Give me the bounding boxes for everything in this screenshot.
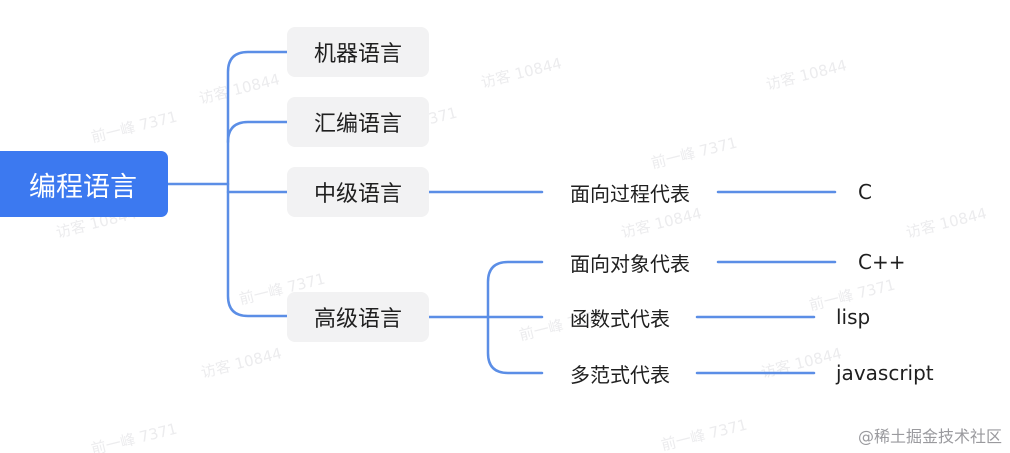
node-functional-representative[interactable]: 函数式代表: [570, 306, 670, 331]
node-oop-representative[interactable]: 面向对象代表: [570, 251, 690, 276]
leaf-lisp[interactable]: lisp: [836, 305, 871, 329]
connector-assembly-language: [226, 120, 289, 144]
connector-machine-language: [226, 50, 289, 318]
leaf-javascript[interactable]: javascript: [836, 361, 934, 385]
branch-assembly-language[interactable]: 汇编语言: [287, 97, 429, 147]
branch-machine-language[interactable]: 机器语言: [287, 27, 429, 77]
footer-credit: @稀土掘金技术社区: [857, 427, 1002, 446]
root-node[interactable]: 编程语言: [0, 151, 168, 217]
node-procedural-representative[interactable]: 面向过程代表: [570, 181, 690, 206]
branch-mid-level-language[interactable]: 中级语言: [287, 167, 429, 217]
leaf-c[interactable]: C: [858, 180, 872, 204]
leaf-cpp[interactable]: C++: [858, 250, 906, 274]
branch-high-level-language[interactable]: 高级语言: [287, 292, 429, 342]
node-multiparadigm-representative[interactable]: 多范式代表: [570, 362, 670, 387]
